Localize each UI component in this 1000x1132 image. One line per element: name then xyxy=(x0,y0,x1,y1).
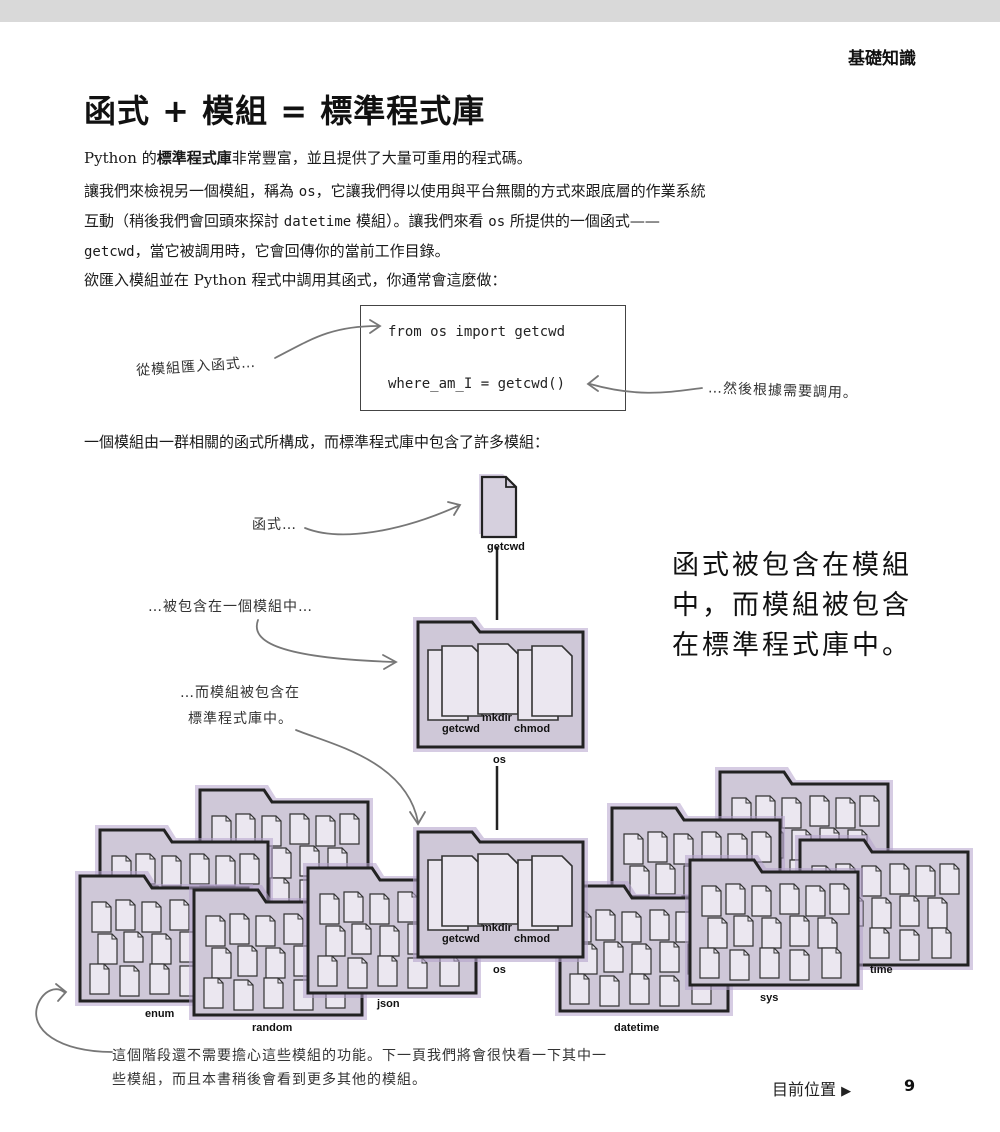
os-paragraph: 讓我們來檢視另一個模組，稱為 os，它讓我們得以使用與平台無關的方式來跟底層的作… xyxy=(84,177,714,267)
os-file-label-chmod: chmod xyxy=(514,723,551,735)
os-module-label: os xyxy=(493,754,506,766)
arrow-footnote xyxy=(35,988,113,1053)
arrow-import xyxy=(274,325,379,359)
code-os-2: os xyxy=(488,214,506,230)
arrow-invoke xyxy=(589,383,703,394)
module-label-time: time xyxy=(870,964,893,976)
intro-text-pre: Python 的 xyxy=(84,149,157,167)
module-label-os: os xyxy=(493,964,506,976)
module-note: …被包含在一個模組中… xyxy=(148,599,313,615)
intro-text-bold: 標準程式庫 xyxy=(156,149,232,167)
summary-note: 函式被包含在模組中，而模組被包含在標準程式庫中。 xyxy=(672,550,912,661)
code-datetime: datetime xyxy=(283,214,352,230)
module-paragraph: 一個模組由一群相關的函式所構成，而標準程式庫中包含了許多模組： xyxy=(84,433,550,451)
os-file-label-mkdir: mkdir xyxy=(482,712,512,724)
module-label-sys: sys xyxy=(760,992,779,1004)
import-paragraph: 欲匯入模組並在 Python 程式中調用其函式，你通常會這麼做： xyxy=(84,271,507,289)
current-location-link[interactable]: 目前位置 ▶ xyxy=(772,1076,851,1100)
os-text-1: 讓我們來檢視另一個模組，稱為 xyxy=(84,182,299,200)
code-line-call: where_am_I = getcwd() xyxy=(388,376,566,392)
page-title: 函式 + 模組 = 標準程式庫 xyxy=(84,92,486,130)
library-note-2: 標準程式庫中。 xyxy=(188,711,293,727)
module-label-json: json xyxy=(377,998,400,1010)
code-line-import: from os import getcwd xyxy=(388,324,566,340)
module-label-enum: enum xyxy=(145,1008,175,1020)
code-getcwd: getcwd xyxy=(84,244,135,260)
os-text-2: ，它讓我們得以使用與平台無關的方式來跟底層的作業系統互動（稍後我們會回頭來探討 xyxy=(84,182,706,230)
os-text-5: ，當它被調用時，它會回傳你的當前工作目錄。 xyxy=(134,242,450,260)
code-box: from os import getcwd where_am_I = getcw… xyxy=(360,305,626,411)
os-file-label-getcwd: getcwd xyxy=(442,723,480,735)
current-location-label: 目前位置 xyxy=(772,1080,837,1099)
annotation-arrows xyxy=(35,319,703,1053)
code-os: os xyxy=(298,184,316,200)
arrow-library xyxy=(295,729,419,823)
module-label-random: random xyxy=(252,1022,293,1034)
top-bar xyxy=(0,0,1000,22)
function-label: getcwd xyxy=(487,541,525,553)
os-text-3: 模組）。讓我們來看 xyxy=(351,212,489,230)
folder-sys-icon xyxy=(685,855,863,990)
intro-text-post: 非常豐富，並且提供了大量可重用的程式碼。 xyxy=(231,149,532,167)
intro-paragraph: Python 的標準程式庫非常豐富，並且提供了大量可重用的程式碼。 xyxy=(84,144,714,173)
os-lower-file-chmod: chmod xyxy=(514,933,551,945)
os-lower-file-mkdir: mkdir xyxy=(482,922,512,934)
function-document-icon xyxy=(479,474,518,539)
arrow-module xyxy=(255,619,395,663)
function-note: 函式… xyxy=(252,517,297,533)
os-text-4: 所提供的一個函式—— xyxy=(505,212,660,230)
arrow-function xyxy=(304,505,459,536)
os-lower-file-getcwd: getcwd xyxy=(442,933,480,945)
os-folder-lower-icon xyxy=(413,827,588,962)
module-label-datetime: datetime xyxy=(614,1022,660,1034)
library-note-1: …而模組被包含在 xyxy=(180,685,300,701)
section-tag: 基礎知識 xyxy=(848,49,916,69)
os-folder-icon xyxy=(413,617,588,752)
play-arrow-icon: ▶ xyxy=(841,1084,852,1099)
footnote: 這個階段還不需要擔心這些模組的功能。下一頁我們將會很快看一下其中一些模組，而且本… xyxy=(112,1048,607,1088)
page-number: 9 xyxy=(904,1076,916,1095)
